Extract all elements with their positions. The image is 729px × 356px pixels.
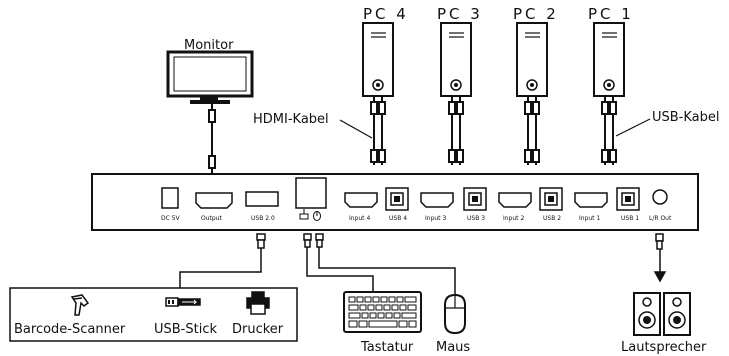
mouse-icon — [444, 293, 466, 335]
speaker-icon — [633, 292, 691, 336]
usb2-port — [539, 187, 563, 211]
keyboard-label: Tastatur — [360, 340, 414, 355]
keyboard-icon — [343, 291, 422, 333]
pc-tower-icon — [593, 22, 625, 97]
usb1-port — [616, 187, 640, 211]
pc-3-label: PC 3 — [437, 5, 483, 23]
pc-cables — [370, 96, 617, 165]
pc-3: PC 3 — [437, 5, 483, 97]
kvm-switch: DC 5V Output USB 2.0 Input 4 USB 4 — [91, 173, 699, 231]
km-port-block — [295, 177, 327, 209]
input2-port — [498, 192, 532, 208]
monitor-icon — [166, 50, 254, 104]
input3-label: Input 3 — [425, 215, 446, 222]
keyboard-cable — [303, 233, 374, 292]
usb1-label: USB 1 — [621, 215, 639, 222]
pc-tower-icon — [440, 22, 472, 97]
pc-tower-icon — [516, 22, 548, 97]
barcode-scanner-label: Barcode-Scanner — [14, 322, 126, 337]
keyboard-port-icon — [299, 209, 309, 220]
usb-hub-cable — [179, 233, 266, 288]
pc-4: PC 4 — [362, 5, 409, 97]
pc-2-label: PC 2 — [513, 5, 559, 23]
speakers-label: Lautsprecher — [621, 340, 707, 355]
audio-out-port — [652, 189, 668, 205]
input1-port — [574, 192, 608, 208]
input4-label: Input 4 — [349, 215, 370, 222]
hdmi-cable-label: HDMI-Kabel — [253, 112, 329, 127]
usb-stick-icon — [165, 297, 201, 307]
hdmi-label-leader — [339, 119, 373, 139]
usb4-port — [385, 187, 409, 211]
usb20-port — [245, 191, 279, 207]
hdmi-monitor-cable — [208, 104, 216, 175]
usb-peripherals-box — [9, 287, 298, 342]
hdmi-output-port — [195, 192, 233, 209]
pc-4-label: PC 4 — [363, 5, 409, 23]
barcode-scanner-icon — [70, 294, 90, 316]
usb2-label: USB 2 — [543, 215, 561, 222]
monitor: Monitor — [166, 38, 254, 104]
usb-peripherals-group: Barcode-Scanner USB-Stick Drucker — [9, 287, 298, 342]
usb-cable-label: USB-Kabel — [652, 110, 720, 125]
pc-tower-icon — [362, 22, 394, 97]
output-port-label: Output — [201, 215, 222, 222]
mouse-cable — [315, 233, 456, 294]
input3-port — [420, 192, 454, 208]
input2-label: Input 2 — [503, 215, 524, 222]
pc-1-label: PC 1 — [588, 5, 634, 23]
usb20-port-label: USB 2.0 — [251, 215, 275, 222]
printer-icon — [246, 291, 270, 315]
usb-stick-label: USB-Stick — [154, 322, 217, 337]
usb-label-leader — [615, 118, 651, 137]
pc-2: PC 2 — [513, 5, 559, 97]
dc-port — [161, 187, 179, 209]
printer-label: Drucker — [232, 322, 284, 337]
usb3-label: USB 3 — [467, 215, 485, 222]
pc-1: PC 1 — [588, 5, 634, 97]
dc-port-label: DC 5V — [161, 215, 181, 222]
usb3-port — [463, 187, 487, 211]
mouse-port-icon — [313, 211, 321, 221]
audio-cable — [653, 233, 667, 283]
input1-label: Input 1 — [579, 215, 600, 222]
monitor-label: Monitor — [184, 38, 234, 53]
lr-out-label: L/R Out — [649, 215, 672, 222]
mouse-label: Maus — [436, 340, 470, 355]
input4-port — [344, 192, 378, 208]
usb4-label: USB 4 — [389, 215, 407, 222]
